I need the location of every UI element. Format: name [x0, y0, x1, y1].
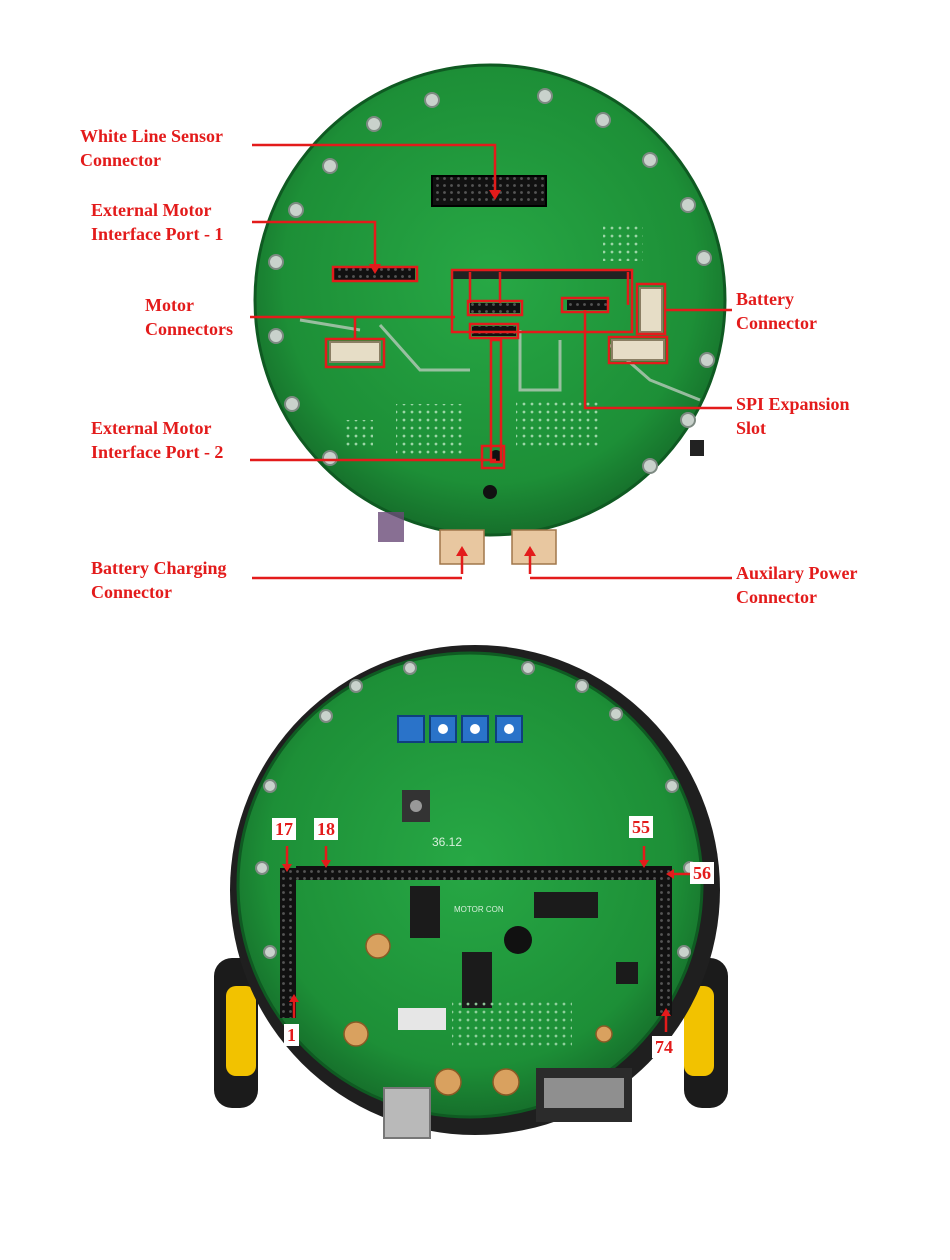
label-spi-expansion-slot: SPI Expansion Slot [736, 392, 850, 440]
silk-motor-con: MOTOR CON [454, 905, 504, 914]
pin-label-18: 18 [314, 818, 338, 840]
pin-label-1: 1 [284, 1024, 299, 1046]
pin-label-74: 74 [652, 1036, 676, 1058]
label-motor-connectors: Motor Connectors [145, 293, 233, 341]
label-ext-motor-port-2: External Motor Interface Port - 2 [91, 416, 223, 464]
pin-label-55: 55 [629, 816, 653, 838]
label-ext-motor-port-1: External Motor Interface Port - 1 [91, 198, 223, 246]
bottom-robot-photo: 36.12 MOTOR CON [214, 645, 728, 1138]
label-white-line-sensor: White Line Sensor Connector [80, 124, 223, 172]
label-battery-charging-connector: Battery Charging Connector [91, 556, 226, 604]
pin-label-17: 17 [272, 818, 296, 840]
label-auxilary-power-connector: Auxilary Power Connector [736, 561, 857, 609]
top-board-photo [250, 65, 732, 578]
silk-version: 36.12 [432, 835, 462, 849]
pin-label-56: 56 [690, 862, 714, 884]
label-battery-connector: Battery Connector [736, 287, 817, 335]
